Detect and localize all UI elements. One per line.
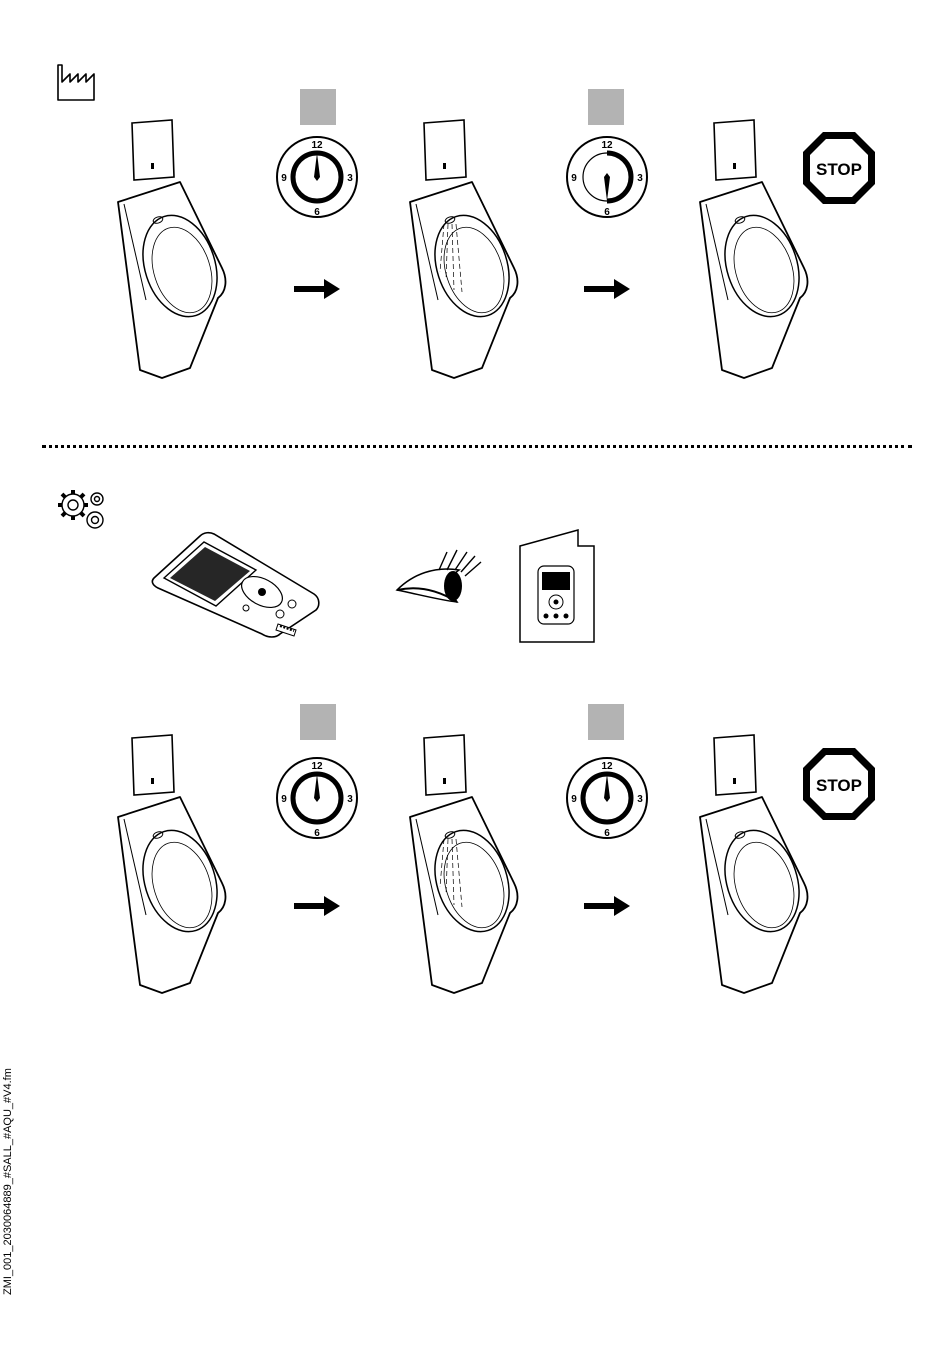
sensor-plate [710, 734, 758, 796]
arrow-right-icon [582, 894, 632, 918]
urinal [692, 795, 822, 995]
section-divider [42, 445, 912, 448]
urinal [692, 180, 822, 380]
svg-text:12: 12 [311, 140, 323, 151]
svg-text:STOP: STOP [816, 160, 862, 179]
gears-icon [55, 487, 111, 531]
svg-text:6: 6 [314, 207, 320, 218]
sensor-plate [420, 734, 468, 796]
sensor-plate [128, 734, 176, 796]
clock-icon: 12 3 6 9 [275, 135, 359, 219]
svg-text:6: 6 [604, 207, 610, 218]
eye-icon [395, 548, 485, 608]
urinal-flushing [402, 795, 532, 995]
urinal [110, 180, 240, 380]
svg-text:9: 9 [571, 794, 577, 805]
svg-text:9: 9 [281, 173, 287, 184]
urinal-flushing [402, 180, 532, 380]
clock-icon: 12 3 6 9 [275, 756, 359, 840]
file-name-label: ZMI_001_2030064889_#SALL_#AQU_#V4.fm [2, 1068, 14, 1295]
stop-sign-icon: STOP [801, 746, 877, 822]
svg-text:12: 12 [311, 761, 323, 772]
arrow-right-icon [582, 277, 632, 301]
gray-indicator-box [588, 704, 624, 740]
svg-text:12: 12 [601, 140, 613, 151]
manual-booklet-icon [518, 528, 596, 644]
svg-text:3: 3 [637, 173, 643, 184]
sensor-plate [420, 119, 468, 181]
gray-indicator-box [300, 704, 336, 740]
svg-text:STOP: STOP [816, 776, 862, 795]
svg-text:9: 9 [281, 794, 287, 805]
svg-text:6: 6 [314, 828, 320, 839]
arrow-right-icon [292, 277, 342, 301]
clock-icon: 12 3 6 9 [565, 756, 649, 840]
arrow-right-icon [292, 894, 342, 918]
factory-sequence-row: 12 3 6 9 12 3 6 9 [0, 85, 950, 425]
clock-icon: 12 3 6 9 [565, 135, 649, 219]
configured-sequence-row: 12 3 6 9 12 3 6 9 [0, 700, 950, 1040]
stop-sign-icon: STOP [801, 130, 877, 206]
svg-text:3: 3 [347, 794, 353, 805]
gray-indicator-box [588, 89, 624, 125]
svg-text:12: 12 [601, 761, 613, 772]
svg-text:3: 3 [637, 794, 643, 805]
sensor-plate [710, 119, 758, 181]
svg-text:6: 6 [604, 828, 610, 839]
urinal [110, 795, 240, 995]
sensor-plate [128, 119, 176, 181]
svg-text:3: 3 [347, 173, 353, 184]
remote-control-icon [150, 528, 322, 640]
svg-text:9: 9 [571, 173, 577, 184]
gray-indicator-box [300, 89, 336, 125]
